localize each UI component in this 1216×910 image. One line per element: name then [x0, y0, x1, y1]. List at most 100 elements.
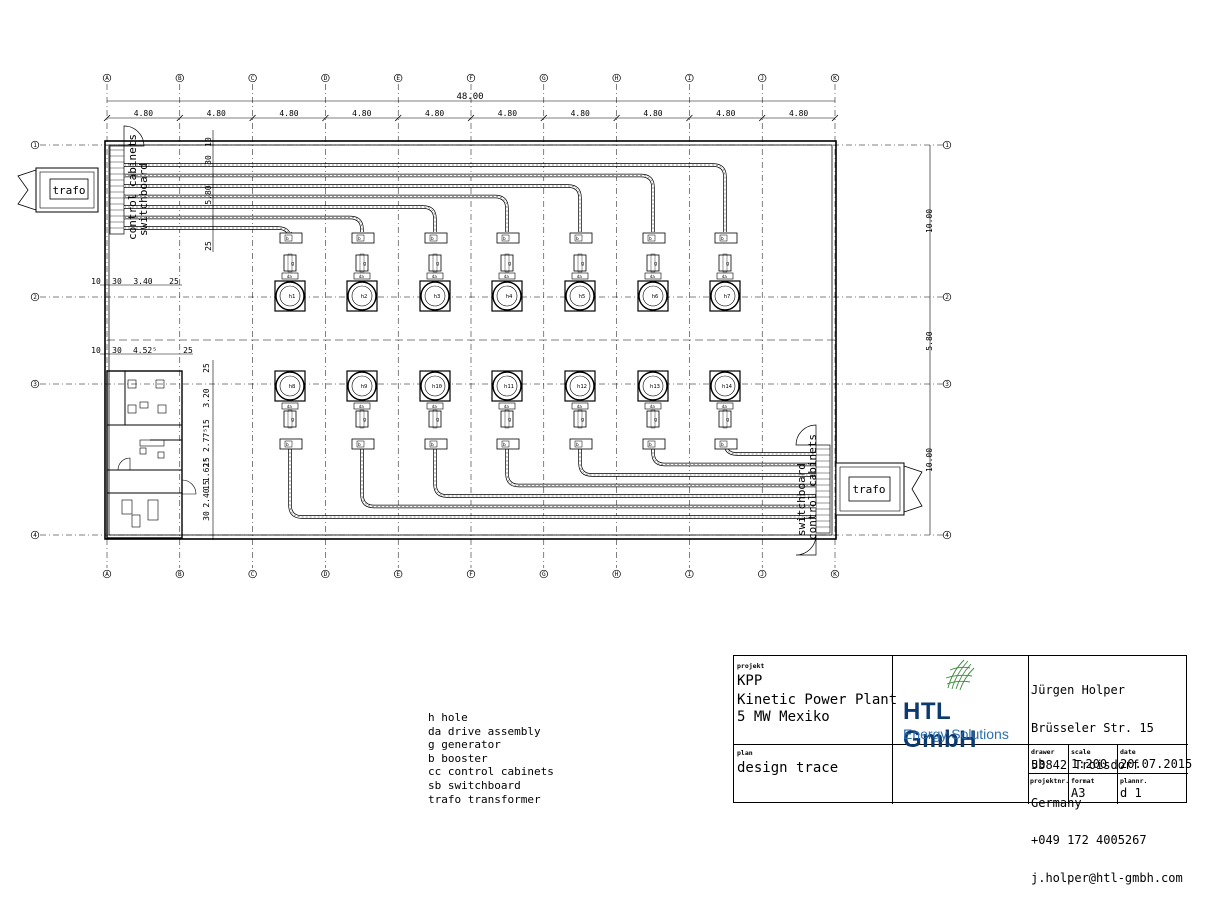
office-furniture	[147, 499, 159, 521]
office-furniture	[139, 401, 149, 409]
hole-inner	[279, 375, 301, 397]
grid-axis-label: 1	[945, 142, 949, 149]
booster-label: b	[649, 236, 652, 242]
drive-assembly-label: da	[287, 404, 292, 409]
cable-trace	[651, 448, 816, 467]
generator-shaft	[650, 253, 656, 273]
row-dim-text: 10	[91, 277, 101, 286]
grid-axis-label: K	[833, 571, 837, 578]
booster-label: b	[721, 236, 724, 242]
grid-bubble	[466, 73, 476, 83]
booster	[279, 438, 303, 450]
grid-bubble	[30, 379, 40, 389]
generator-label: g	[436, 261, 439, 267]
door-swing	[123, 125, 145, 147]
hole-label: h12	[577, 384, 587, 390]
cable-trace-center	[124, 175, 654, 232]
booster-core	[647, 440, 656, 448]
hole-ring	[638, 371, 668, 401]
cable-trace	[124, 215, 364, 232]
office-furniture	[155, 379, 165, 389]
grid-axis-label: H	[615, 571, 619, 578]
generator-shaft	[650, 409, 656, 429]
booster-core	[501, 234, 510, 242]
cable-trace-center	[289, 448, 816, 518]
generator-label: g	[363, 261, 366, 267]
left-dim-label: 30	[204, 155, 213, 165]
generator-label: g	[508, 417, 511, 423]
title-block: projekt KPP Kinetic Power Plant 5 MW Mex…	[733, 655, 1192, 884]
grid-axis-label: K	[833, 75, 837, 82]
generator	[428, 254, 442, 272]
hole-inner	[569, 375, 591, 397]
dimension-tick	[322, 114, 329, 122]
booster	[642, 232, 666, 244]
scale-value: 1:200	[1071, 757, 1108, 771]
grid-bubble	[248, 569, 257, 579]
generator-shaft	[577, 253, 583, 273]
drive-assembly-label: da	[577, 404, 582, 409]
hole-label: h9	[361, 384, 368, 390]
booster	[279, 232, 303, 244]
grid-axis-label: 4	[945, 532, 949, 539]
dimension-tick	[103, 114, 111, 122]
trafo-left-box	[49, 178, 89, 200]
hole-inner	[642, 285, 664, 307]
building-layer	[17, 125, 923, 556]
drive-assembly-label: da	[577, 274, 582, 279]
generator-label: g	[726, 417, 729, 423]
cable-trace-center	[652, 448, 816, 465]
drive-assembly-label: da	[722, 274, 727, 279]
cable-trace-fill	[652, 448, 816, 466]
trafo-right-label: trafo	[852, 483, 885, 496]
hole-label: h7	[724, 294, 731, 300]
hole-label: h6	[652, 294, 659, 300]
project-subtitle: 5 MW Mexiko	[737, 709, 830, 725]
date-label: date	[1120, 748, 1136, 756]
hole-inner	[279, 285, 301, 307]
generator-shaft	[722, 253, 728, 273]
hole-ring	[275, 281, 305, 311]
booster	[496, 438, 520, 450]
booster	[714, 438, 738, 450]
drive-assembly	[353, 402, 371, 410]
address-line: 53842 Troisdorf	[1031, 758, 1140, 772]
dimension-tick	[831, 114, 839, 122]
trafo-right-box	[848, 476, 891, 502]
hole-inner	[424, 285, 446, 307]
drive-assembly-label: da	[432, 274, 437, 279]
dimension-tick	[686, 114, 693, 122]
generator-label: g	[581, 261, 584, 267]
drive-assembly	[716, 272, 734, 280]
row-dim-text: 30	[112, 346, 122, 355]
booster-label: b	[503, 442, 506, 448]
drive-assembly	[644, 402, 662, 410]
company-logo: HTL GmbH Energy Solutions	[892, 656, 1028, 753]
drive-assembly-label: da	[504, 404, 509, 409]
grid-axis-label: C	[251, 75, 255, 82]
date-value: 20.07.2015	[1120, 757, 1193, 771]
door-swing	[117, 457, 131, 471]
grid-axis-label: H	[615, 75, 619, 82]
cable-trace-fill	[361, 448, 816, 508]
office-furniture	[121, 499, 133, 515]
bay-width-label: 4.80	[498, 109, 517, 118]
grid-bubble	[30, 530, 40, 540]
row-dim-label: 5.80	[925, 331, 934, 350]
grid-axis-label: A	[105, 75, 109, 82]
booster-label: b	[431, 236, 434, 242]
bay-width-label: 4.80	[279, 109, 298, 118]
cable-trace-center	[124, 164, 726, 232]
plan-label: plan	[737, 749, 753, 757]
booster-core	[719, 440, 728, 448]
hole-ring	[492, 281, 522, 311]
cable-trace-center	[506, 448, 816, 486]
outer-wall	[104, 140, 837, 540]
hole-ring	[565, 281, 595, 311]
grid-bubble	[942, 292, 952, 302]
project-name: Kinetic Power Plant	[737, 692, 898, 708]
generator	[355, 254, 369, 272]
grid-bubble	[612, 569, 621, 579]
generator-shaft	[287, 253, 293, 273]
grid-axis-label: 4	[33, 532, 37, 539]
